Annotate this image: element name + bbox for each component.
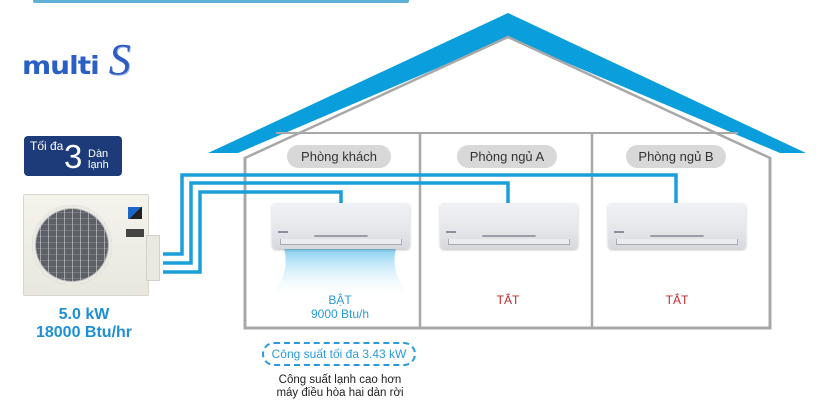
front-grille (482, 235, 536, 237)
max-capacity-callout: Công suất tối đa 3.43 kW (262, 342, 416, 366)
capacity-note: Công suất lạnh cao hơn máy điều hòa hai … (262, 374, 418, 400)
max-indoor-units-badge: Tối đa 3 Dàn lạnh (24, 136, 122, 176)
logo-word: multi (22, 50, 100, 81)
badge-count: 3 (64, 138, 83, 175)
refrigerant-pipes (163, 173, 678, 274)
badge-prefix: Tối đa (30, 139, 64, 153)
top-accent-bar (33, 0, 409, 3)
room-label-bedroom-a: Phòng ngủ A (457, 145, 557, 168)
status-bedroom-b: TẮT (665, 293, 689, 307)
status-on-text: BẬT (328, 293, 352, 307)
model-label (126, 229, 144, 237)
indoor-unit-bedroom-b (608, 203, 746, 249)
brand-mark-icon (446, 231, 456, 233)
room-label-bedroom-b: Phòng ngủ B (626, 145, 726, 168)
capacity-btu: 18000 Btu/hr (35, 324, 133, 341)
front-grille (650, 235, 704, 237)
note-line-2: máy điều hòa hai dàn rời (276, 387, 404, 399)
air-vent (448, 239, 570, 245)
status-bedroom-a: TẮT (496, 293, 520, 307)
indoor-unit-bedroom-a (440, 203, 578, 249)
logo-letter: S (108, 35, 131, 85)
air-vent (280, 239, 402, 245)
daikin-logo-icon (128, 207, 142, 219)
outdoor-capacity: 5.0 kW 18000 Btu/hr (24, 306, 144, 342)
status-living: BẬT 9000 Btu/h (280, 293, 400, 321)
valve-cover (146, 235, 160, 281)
status-capacity: 9000 Btu/h (310, 307, 370, 321)
brand-mark-icon (278, 231, 288, 233)
brand-mark-icon (614, 231, 624, 233)
house-walls (243, 157, 772, 330)
fan-grille-icon (32, 205, 112, 285)
note-line-1: Công suất lạnh cao hơn (278, 374, 402, 386)
multi-s-logo: multi S (22, 35, 131, 85)
capacity-kw: 5.0 kW (58, 306, 110, 323)
pipe-room-a (163, 181, 510, 265)
room-label-living: Phòng khách (287, 145, 391, 168)
pipe-room-b (163, 173, 678, 256)
inner-roof-line (244, 35, 771, 160)
badge-suffix-2: lạnh (88, 159, 109, 171)
pipe-living (163, 190, 343, 274)
badge-suffix: Dàn lạnh (88, 149, 109, 171)
roof (208, 13, 806, 153)
air-vent (616, 239, 738, 245)
indoor-unit-living (272, 203, 410, 249)
badge-suffix-1: Dàn (88, 148, 109, 160)
front-grille (314, 235, 368, 237)
outdoor-unit (23, 194, 160, 296)
cool-airflow (270, 248, 410, 296)
